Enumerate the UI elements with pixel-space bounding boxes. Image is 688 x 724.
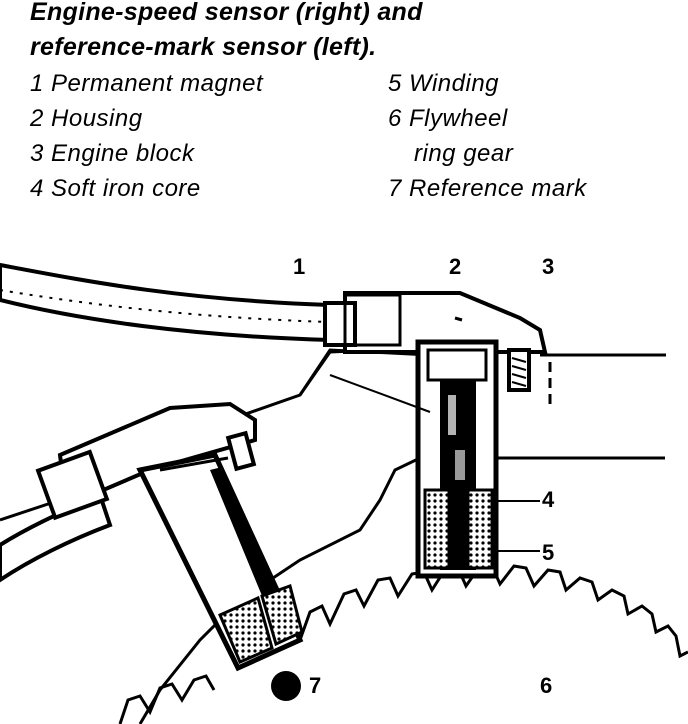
callout-1: 1 [293, 254, 305, 279]
legend-item-reference-mark: 7 Reference mark [388, 175, 587, 202]
legend-item-soft-iron-core: 4 Soft iron core [30, 175, 201, 202]
caption-title-line-2: reference-mark sensor (left). [30, 33, 377, 61]
caption-title-line-1: Engine-speed sensor (right) and [30, 0, 423, 26]
legend-item-ring-gear: ring gear [414, 140, 514, 167]
reference-mark-dot [271, 671, 301, 701]
legend-item-flywheel: 6 Flywheel [388, 105, 508, 132]
legend-item-permanent-magnet: 1 Permanent magnet [30, 70, 264, 97]
flywheel-ring-gear [118, 564, 688, 724]
legend-item-winding: 5 Winding [388, 70, 500, 97]
callout-7: 7 [309, 673, 321, 698]
callout-5: 5 [542, 540, 554, 565]
callout-4: 4 [542, 487, 555, 512]
callout-6: 6 [540, 673, 552, 698]
engine-speed-sensor [323, 291, 552, 579]
legend-item-engine-block: 3 Engine block [30, 140, 195, 167]
callout-2: 2 [449, 254, 461, 279]
legend-item-housing: 2 Housing [30, 105, 143, 132]
engine-block-outline [0, 348, 666, 724]
callout-3: 3 [542, 254, 554, 279]
reference-mark-sensor [0, 401, 304, 672]
right-sensor-cable [0, 262, 332, 343]
